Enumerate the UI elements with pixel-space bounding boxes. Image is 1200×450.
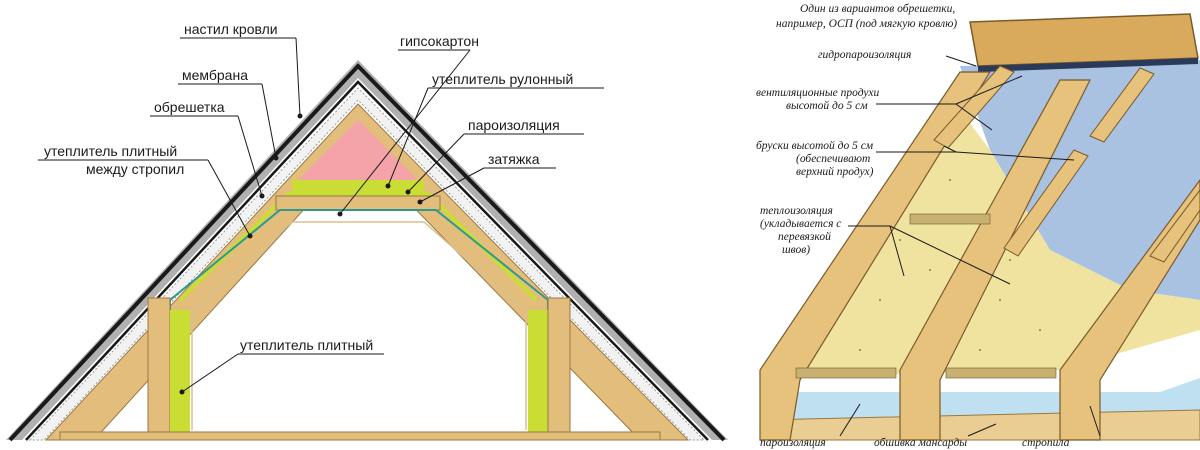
roof-membrane-line: [25, 80, 709, 441]
knee-wall-left-wood: [147, 297, 171, 435]
label-collar-tie: затяжка: [488, 151, 540, 167]
label-sheathing-2: например, ОСП (под мягкую кровлю): [776, 18, 957, 30]
label-vent-1: вентиляционные продухи: [756, 87, 879, 99]
rafter-1: [759, 71, 992, 441]
label-battens: обрешетка: [154, 99, 225, 115]
right-leaders: [839, 55, 1101, 437]
label-bars-2: (обеспечивают: [796, 153, 870, 165]
label-vapor-barrier-right: пароизоляция: [760, 437, 826, 449]
mesh-strip-3: [945, 367, 1057, 379]
label-sheathing-1: Один из вариантов обрешетки,: [800, 3, 955, 15]
collar-tie-green: [292, 180, 424, 196]
label-slab-between-1: утеплитель плитный: [44, 143, 177, 159]
batten-2: [1003, 149, 1089, 257]
osb-sheathing: [969, 13, 1199, 67]
knee-wall-right-wood: [547, 297, 571, 435]
label-thermal-1: теплоизоляция: [760, 205, 833, 217]
label-slab-insulation: утеплитель плитный: [240, 337, 373, 353]
attic-cross-section: настил кровли гипсокартон мембрана утепл…: [6, 21, 728, 442]
label-roof-deck: настил кровли: [184, 21, 278, 37]
collar-tie-wood: [275, 195, 441, 211]
knee-wall-left-green: [170, 310, 190, 434]
label-thermal-3: перевязкой: [778, 230, 831, 243]
osb-edge-dark: [978, 58, 1198, 72]
batten-1: [933, 65, 1015, 149]
mesh-strip-1: [909, 213, 991, 225]
label-drywall: гипсокартон: [400, 33, 479, 49]
waterproofing-membrane: [960, 60, 1200, 300]
left-labels: настил кровли гипсокартон мембрана утепл…: [44, 21, 573, 353]
floor-beam: [59, 431, 661, 441]
label-thermal-4: швов): [782, 244, 810, 256]
roof-layers-perspective: Один из вариантов обрешетки, например, О…: [756, 3, 1200, 449]
label-vent-2: высотой до 5 см: [786, 99, 868, 112]
mesh-strip-2: [795, 367, 897, 379]
batten-3: [1089, 67, 1155, 143]
label-vapor-barrier: пароизоляция: [468, 117, 560, 133]
rafter-2: [899, 79, 1091, 441]
label-bars-3: верхний продух): [796, 165, 874, 178]
batten-4: [1149, 189, 1200, 263]
right-labels: Один из вариантов обрешетки, например, О…: [756, 3, 1070, 449]
label-waterproofing: гидропароизоляция: [818, 49, 911, 61]
left-leaders: [38, 37, 604, 395]
roof-deck-line: [8, 63, 726, 442]
label-attic-lining: обшивка мансарды: [874, 437, 967, 449]
drywall-line: [191, 221, 527, 430]
label-membrane: мембрана: [182, 67, 248, 83]
battens-band: [28, 87, 706, 441]
label-thermal-2: (укладывается с: [760, 218, 841, 230]
label-rafters: стропила: [1022, 437, 1070, 449]
knee-wall-right-green: [528, 310, 548, 434]
label-roll-insulation: утеплитель рулонный: [432, 71, 573, 87]
roll-insulation-fill: [298, 120, 418, 180]
label-bars-1: бруски высотой до 5 см: [756, 139, 874, 152]
label-slab-between-2: между стропил: [86, 161, 184, 177]
